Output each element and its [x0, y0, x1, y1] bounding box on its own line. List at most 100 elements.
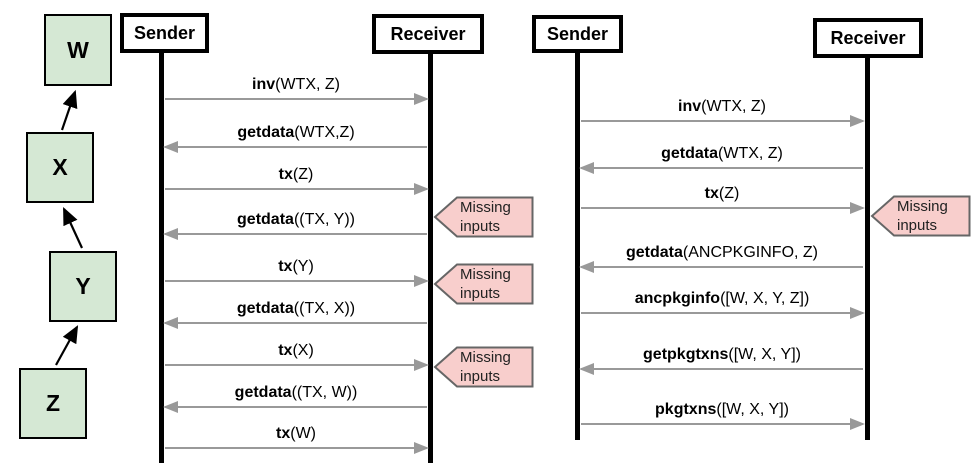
message-args: (WTX, Z)	[718, 145, 783, 162]
left-message-3: getdata((TX, Y))	[163, 210, 427, 240]
actor-label: Sender	[546, 23, 609, 44]
right-message-1: getdata(WTX, Z)	[579, 144, 863, 174]
arrow-left-icon	[579, 261, 863, 273]
message-method: tx	[704, 185, 719, 202]
message-args: (Y)	[292, 258, 314, 275]
arrow-left-icon	[163, 228, 427, 240]
left-receiver-box: Receiver	[372, 14, 484, 54]
message-method: getpkgtxns	[643, 346, 729, 363]
flag-label: Missing inputs	[897, 198, 948, 234]
tx-box-label: X	[52, 154, 68, 180]
message-label: tx(Y)	[165, 257, 427, 277]
message-label: getdata(ANCPKGINFO, Z)	[581, 243, 863, 263]
message-label: getdata((TX, W))	[165, 383, 427, 403]
actor-label: Receiver	[390, 23, 466, 44]
tx-box-y: Y	[49, 251, 117, 322]
message-label: inv(WTX, Z)	[581, 97, 863, 117]
message-label: getdata((TX, X))	[165, 299, 427, 319]
left-message-0: inv(WTX, Z)	[165, 75, 429, 105]
right-receiver-lifeline	[865, 58, 870, 440]
message-label: tx(X)	[165, 341, 427, 361]
right-message-0: inv(WTX, Z)	[581, 97, 865, 127]
actor-label: Receiver	[830, 27, 906, 48]
arrow-right-icon	[165, 442, 429, 454]
arrow-right-icon	[165, 93, 429, 105]
message-args: ([W, X, Y])	[716, 401, 789, 418]
right-sender-lifeline	[575, 53, 580, 440]
tx-box-label: Y	[75, 273, 91, 299]
message-label: pkgtxns([W, X, Y])	[581, 400, 863, 420]
right-message-5: getpkgtxns([W, X, Y])	[579, 345, 863, 375]
right-message-4: ancpkginfo([W, X, Y, Z])	[581, 289, 865, 319]
arrow-left-icon	[163, 401, 427, 413]
message-args: (Z)	[718, 185, 740, 202]
left-message-5: getdata((TX, X))	[163, 299, 427, 329]
arrow-left-icon	[163, 141, 427, 153]
message-args: (X)	[292, 342, 314, 359]
message-label: getdata((TX, Y))	[165, 210, 427, 230]
arrow-z-to-y-icon	[55, 325, 79, 366]
flag-shape-icon	[433, 346, 534, 388]
message-method: tx	[276, 425, 291, 442]
arrow-right-icon	[581, 202, 865, 214]
message-method: getdata	[236, 300, 294, 317]
flag-label: Missing inputs	[460, 199, 511, 235]
message-label: getdata(WTX, Z)	[581, 144, 863, 164]
tx-box-label: W	[67, 36, 89, 63]
left-message-4: tx(Y)	[165, 257, 429, 287]
arrow-right-icon	[165, 183, 429, 195]
message-method: inv	[678, 98, 702, 115]
actor-label: Sender	[133, 22, 196, 43]
right-message-2: tx(Z)	[581, 184, 865, 214]
message-method: tx	[278, 342, 293, 359]
message-args: ((TX, Y))	[293, 211, 355, 228]
arrow-right-icon	[581, 418, 865, 430]
message-args: ([W, X, Y])	[728, 346, 801, 363]
message-args: (W)	[290, 425, 316, 442]
message-label: tx(Z)	[581, 184, 863, 204]
message-args: ((TX, W))	[291, 384, 358, 401]
message-label: tx(Z)	[165, 165, 427, 185]
flag-label: Missing inputs	[460, 349, 511, 385]
tx-box-z: Z	[19, 368, 87, 439]
tx-box-x: X	[26, 132, 94, 203]
message-method: inv	[252, 76, 276, 93]
message-args: ([W, X, Y, Z])	[720, 290, 810, 307]
left-message-8: tx(W)	[165, 424, 429, 454]
left-message-2: tx(Z)	[165, 165, 429, 195]
flag-shape-icon	[870, 195, 971, 237]
message-args: (WTX, Z)	[701, 98, 766, 115]
message-args: (WTX,Z)	[294, 124, 355, 141]
message-label: tx(W)	[165, 424, 427, 444]
missing-inputs-flag-2: Missing inputs	[433, 263, 534, 305]
message-label: inv(WTX, Z)	[165, 75, 427, 95]
dependency-arrows	[55, 89, 83, 366]
arrow-right-icon	[165, 359, 429, 371]
arrow-right-icon	[581, 307, 865, 319]
right-message-3: getdata(ANCPKGINFO, Z)	[579, 243, 863, 273]
message-method: pkgtxns	[655, 401, 717, 418]
message-method: getdata	[625, 244, 683, 261]
arrow-y-to-x-icon	[63, 207, 83, 249]
arrow-left-icon	[579, 162, 863, 174]
arrow-right-icon	[581, 115, 865, 127]
arrow-left-icon	[163, 317, 427, 329]
flag-label: Missing inputs	[460, 266, 511, 302]
flag-shape-icon	[433, 196, 534, 238]
message-label: getdata(WTX,Z)	[165, 123, 427, 143]
message-method: getdata	[237, 211, 294, 228]
tx-box-w: W	[44, 14, 112, 86]
tx-box-label: Z	[45, 390, 61, 416]
right-message-6: pkgtxns([W, X, Y])	[581, 400, 865, 430]
message-method: ancpkginfo	[634, 290, 721, 307]
left-message-1: getdata(WTX,Z)	[163, 123, 427, 153]
message-args: (WTX, Z)	[275, 76, 340, 93]
missing-inputs-flag-3: Missing inputs	[433, 346, 534, 388]
left-sender-lifeline	[159, 53, 164, 463]
arrow-left-icon	[579, 363, 863, 375]
message-args: (Z)	[292, 166, 314, 183]
message-method: getdata	[234, 384, 292, 401]
right-receiver-box: Receiver	[813, 18, 923, 58]
missing-inputs-flag-right: Missing inputs	[870, 195, 971, 237]
